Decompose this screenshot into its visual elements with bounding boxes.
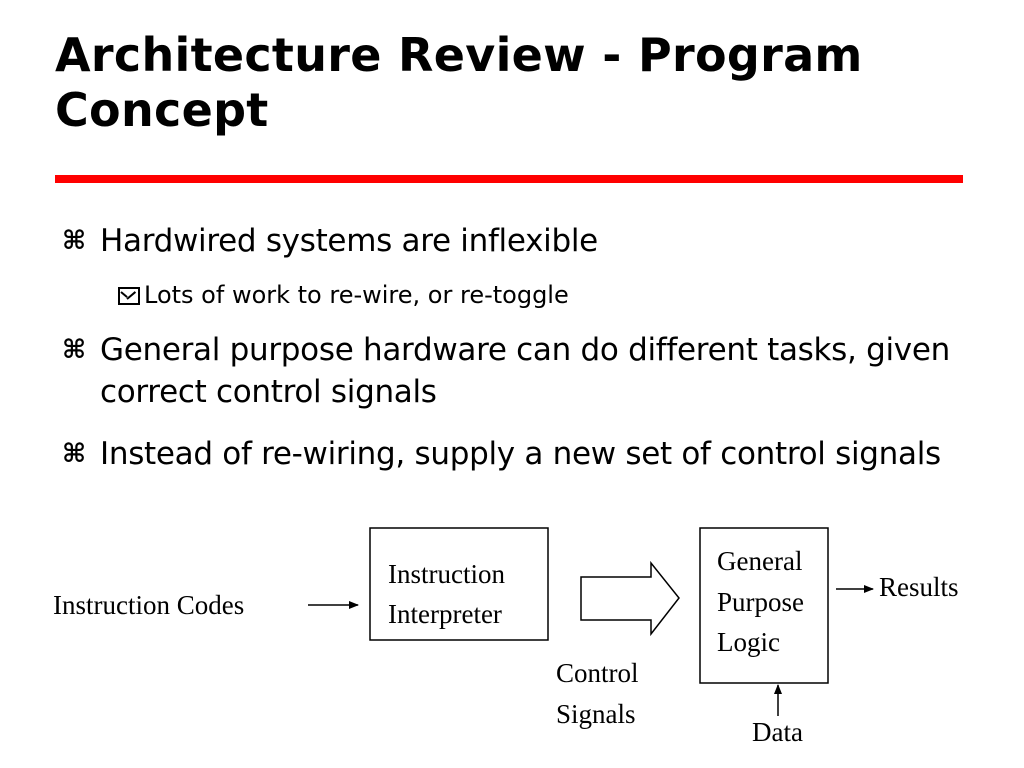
bullet-item: ⌘ Hardwired systems are inflexible	[62, 220, 962, 262]
sub-bullet-item: Lots of work to re-wire, or re-toggle	[118, 279, 918, 311]
bullet-text: Hardwired systems are inflexible	[100, 223, 598, 259]
instruction-codes-label: Instruction Codes	[53, 590, 245, 620]
logic-label-line: Purpose	[717, 587, 804, 617]
bullet-item: ⌘ Instead of re-wiring, supply a new set…	[62, 433, 962, 475]
block-arrow	[580, 560, 680, 637]
control-signals-label-line: Control	[556, 658, 639, 688]
interpreter-label-line: Instruction	[388, 559, 505, 589]
slide-title: Architecture Review - Program Concept	[55, 28, 863, 137]
logic-box	[699, 527, 829, 684]
sub-bullet-text: Lots of work to re-wire, or re-toggle	[144, 281, 569, 309]
bullet-text: Instead of re-wiring, supply a new set o…	[100, 436, 941, 472]
logic-label-line: Logic	[717, 627, 780, 657]
title-underline	[55, 175, 963, 183]
results-label: Results	[879, 572, 959, 602]
control-signals-label-line: Signals	[556, 699, 636, 729]
command-icon: ⌘	[62, 335, 87, 365]
data-label: Data	[752, 717, 803, 747]
bullet-text: General purpose hardware can do differen…	[100, 332, 950, 410]
checkbox-icon	[118, 287, 140, 305]
command-icon: ⌘	[62, 439, 87, 469]
bullet-item: ⌘ General purpose hardware can do differ…	[62, 329, 962, 413]
logic-label-line: General	[717, 546, 803, 576]
interpreter-box	[369, 527, 549, 641]
command-icon: ⌘	[62, 226, 87, 256]
interpreter-label-line: Interpreter	[388, 599, 502, 629]
